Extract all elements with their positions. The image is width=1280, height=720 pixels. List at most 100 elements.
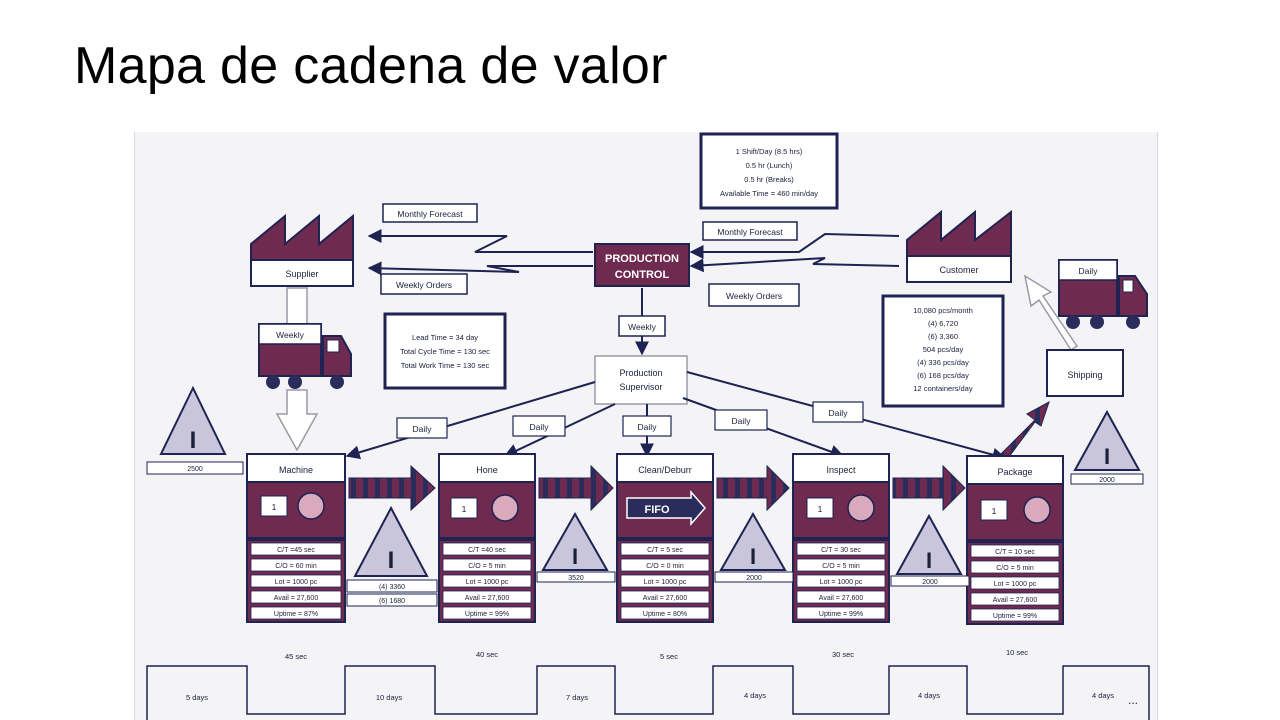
timeline-ellipsis: ... xyxy=(1128,693,1138,707)
customer-factory-icon: Customer xyxy=(906,209,1012,283)
timeline-cycle-time: 40 sec xyxy=(476,650,498,659)
shipping-label: Shipping xyxy=(1067,370,1102,380)
inventory-value: 2000 xyxy=(1099,477,1115,484)
timeline-cycle-time: 30 sec xyxy=(832,650,854,659)
data-cell: C/O = 0 min xyxy=(646,563,684,570)
customer-truck-icon: Daily xyxy=(1058,259,1148,329)
data-cell: Avail = 27,600 xyxy=(819,595,864,602)
weekly-schedule-flow: Weekly xyxy=(618,288,666,356)
production-control-line: PRODUCTION xyxy=(605,253,679,265)
shift-info-line: 0.5 hr (Lunch) xyxy=(746,161,793,170)
daily-label: Daily xyxy=(413,424,433,434)
operator-count: 1 xyxy=(272,502,277,512)
data-box-clean-deburr: C/T = 5 sec C/O = 0 min Lot = 1000 pc Av… xyxy=(616,539,714,623)
fifo-label: FIFO xyxy=(644,504,669,516)
data-cell: Uptime = 80% xyxy=(643,611,687,618)
data-cell: C/T =40 sec xyxy=(468,547,506,554)
operator-count: 1 xyxy=(992,506,997,516)
fifo-arrow-icon xyxy=(626,490,706,526)
timeline-days: 4 days xyxy=(918,691,940,700)
inventory-value: 2000 xyxy=(746,575,762,582)
process-package: Package 1 xyxy=(966,455,1064,541)
monthly-forecast-label: Monthly Forecast xyxy=(717,227,783,237)
daily-label: Daily xyxy=(530,422,550,432)
daily-label: Daily xyxy=(638,422,658,432)
data-cell: C/O = 5 min xyxy=(996,565,1034,572)
summary-line: Lead Time = 34 day xyxy=(412,333,478,342)
inventory-symbol: I xyxy=(572,544,578,569)
process-machine: Machine 1 xyxy=(246,453,346,539)
data-cell: C/T = 10 sec xyxy=(995,549,1035,556)
supplier-label: Supplier xyxy=(285,269,318,279)
supplier-shipment xyxy=(275,287,319,452)
data-cell: C/T = 30 sec xyxy=(821,547,861,554)
shipping-box: Shipping xyxy=(1046,349,1124,397)
process-name: Machine xyxy=(279,465,313,475)
value-stream-map: 1 Shift/Day (8.5 hrs) 0.5 hr (Lunch) 0.5… xyxy=(134,132,1158,720)
data-box-machine: C/T =45 sec C/O = 60 min Lot = 1000 pc A… xyxy=(246,539,346,623)
supervisor-line: Supervisor xyxy=(619,382,662,392)
data-cell: C/T = 5 sec xyxy=(647,547,683,554)
shift-info-box: 1 Shift/Day (8.5 hrs) 0.5 hr (Lunch) 0.5… xyxy=(699,132,839,210)
production-control-box: PRODUCTION CONTROL xyxy=(594,243,690,287)
customer-label: Customer xyxy=(939,265,978,275)
inventory-between-inspect-package: I 2000 xyxy=(890,513,970,587)
data-cell: Avail = 27,600 xyxy=(465,595,510,602)
process-clean-deburr: Clean/Deburr FIFO xyxy=(616,453,714,539)
operator-icon xyxy=(491,494,519,522)
supplier-truck-label: Weekly xyxy=(276,330,304,340)
data-cell: Avail = 27,600 xyxy=(643,595,688,602)
timeline-days: 4 days xyxy=(1092,691,1114,700)
data-cell: Lot = 1000 pc xyxy=(466,579,509,586)
info-flow-left: Monthly Forecast Weekly Orders xyxy=(367,203,593,295)
demand-line: (6) 3,360 xyxy=(928,332,958,341)
demand-line: 12 containers/day xyxy=(913,384,972,393)
data-cell: Lot = 1000 pc xyxy=(275,579,318,586)
inventory-symbol: I xyxy=(1104,444,1110,469)
data-cell: Avail = 27,600 xyxy=(993,597,1038,604)
weekly-orders-label: Weekly Orders xyxy=(396,280,452,290)
weekly-orders-label: Weekly Orders xyxy=(726,291,782,301)
monthly-forecast-label: Monthly Forecast xyxy=(397,209,463,219)
demand-line: 10,080 pcs/month xyxy=(913,306,973,315)
supervisor-line: Production xyxy=(619,368,662,378)
demand-line: (4) 6,720 xyxy=(928,319,958,328)
lead-time-ladder: 45 sec 40 sec 5 sec 30 sec 10 sec 5 days… xyxy=(146,648,1150,720)
info-flow-right: Monthly Forecast Weekly Orders xyxy=(689,221,900,307)
daily-label: Daily xyxy=(732,416,752,426)
operator-icon xyxy=(1023,496,1051,524)
data-cell: C/O = 5 min xyxy=(822,563,860,570)
inventory-between-clean-inspect: I 2000 xyxy=(714,511,794,583)
inventory-symbol: I xyxy=(926,548,932,573)
inventory-between-hone-clean: I 3520 xyxy=(536,511,616,583)
data-box-inspect: C/T = 30 sec C/O = 5 min Lot = 1000 pc A… xyxy=(792,539,890,623)
summary-line: Total Work Time = 130 sec xyxy=(401,361,490,370)
inventory-value: 3520 xyxy=(568,575,584,582)
shift-info-line: Available Time = 460 min/day xyxy=(720,189,818,198)
customer-shipment-arrow xyxy=(1023,274,1079,352)
timeline-days: 4 days xyxy=(744,691,766,700)
process-name: Inspect xyxy=(826,465,856,475)
process-inspect: Inspect 1 xyxy=(792,453,890,539)
supplier-truck-icon: Weekly xyxy=(258,323,352,389)
operator-count: 1 xyxy=(818,504,823,514)
inventory-value: (4) 3360 xyxy=(379,584,405,591)
shift-info-line: 1 Shift/Day (8.5 hrs) xyxy=(736,147,803,156)
inventory-value: 2500 xyxy=(187,466,203,473)
data-cell: C/O = 5 min xyxy=(468,563,506,570)
slide-title: Mapa de cadena de valor xyxy=(74,37,668,95)
shift-info-line: 0.5 hr (Breaks) xyxy=(744,175,794,184)
inventory-symbol: I xyxy=(388,547,395,574)
data-cell: Uptime = 87% xyxy=(274,611,318,618)
weekly-label: Weekly xyxy=(628,322,656,332)
push-arrow-to-shipping xyxy=(1000,400,1050,463)
customer-truck-label: Daily xyxy=(1079,266,1099,276)
inventory-raw: I 2500 xyxy=(146,385,244,475)
data-cell: Uptime = 99% xyxy=(465,611,509,618)
process-name: Hone xyxy=(476,465,498,475)
operator-count: 1 xyxy=(462,504,467,514)
production-control-line: CONTROL xyxy=(615,269,670,281)
inventory-finished: I 2000 xyxy=(1070,409,1144,485)
daily-schedule-flows: Daily Daily Daily Daily Daily xyxy=(345,371,1007,462)
data-cell: Lot = 1000 pc xyxy=(644,579,687,586)
